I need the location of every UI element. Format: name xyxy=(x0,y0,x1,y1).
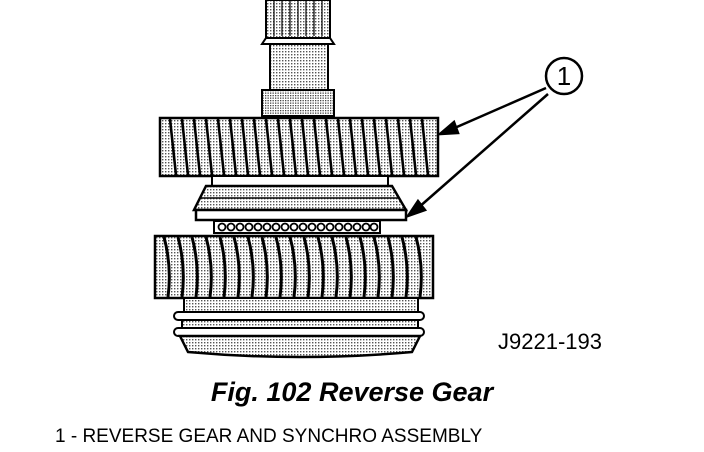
output-shaft xyxy=(260,0,336,117)
callout-number: 1 xyxy=(557,61,571,91)
lower-gear xyxy=(153,234,435,300)
synchro-plate xyxy=(194,208,408,222)
legend-item: 1 - REVERSE GEAR AND SYNCHRO ASSEMBLY xyxy=(55,426,483,447)
gear-hub xyxy=(211,175,389,187)
synchro-cone xyxy=(191,184,409,212)
drawing-id: J9221-193 xyxy=(498,329,602,354)
callout-leader-arrows xyxy=(404,86,549,219)
lower-hub xyxy=(173,297,425,359)
synchro-spring-ring xyxy=(213,220,381,234)
figure-caption: Fig. 102 Reverse Gear xyxy=(210,377,494,407)
callout-bubble: 1 xyxy=(544,56,584,96)
reverse-gear xyxy=(158,116,440,178)
